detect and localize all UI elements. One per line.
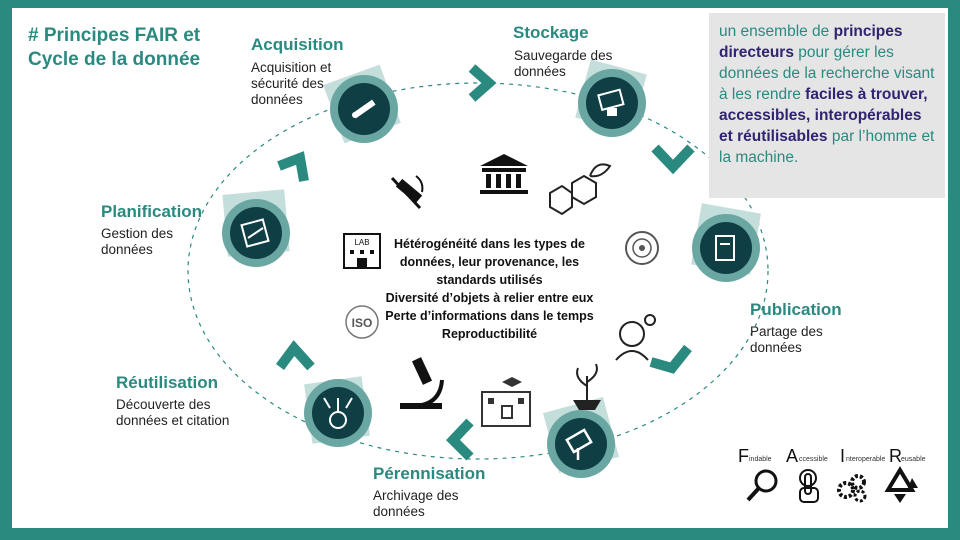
arrow-peren-reut xyxy=(446,418,474,461)
fair-definition-box: un ensemble de principes directeurs pour… xyxy=(709,13,945,198)
challenge-line-1: Hétérogénéité dans les types de xyxy=(393,237,586,251)
magnifier-icon xyxy=(746,469,778,502)
publication-desc-1: Partage des xyxy=(750,324,823,339)
planification-icon xyxy=(222,189,290,267)
fair-letter-i: I xyxy=(840,446,846,466)
acquisition-icon xyxy=(323,64,401,144)
title-line-1: # Principes FAIR et xyxy=(28,25,201,46)
perennisation-desc-2: données xyxy=(373,504,425,519)
cycle-ring xyxy=(187,82,769,460)
arrow-plan-acq xyxy=(277,151,309,182)
challenge-line-5: Perte d’informations dans le temps xyxy=(385,309,594,323)
fair-word-interoperable: nteroperable xyxy=(846,456,886,463)
gears-icon xyxy=(837,474,867,503)
fair-word-accessible: ccessible xyxy=(799,456,828,463)
definition-part-1: un ensemble de xyxy=(719,23,834,40)
cycle-diagram: LAB ISO xyxy=(187,59,918,503)
definition-part-2: pour gérer les données de la recherche v… xyxy=(719,44,935,103)
reutilisation-desc-1: Découverte des xyxy=(116,397,211,412)
lab-building-icon: LAB xyxy=(343,233,381,269)
acquisition-title: Acquisition xyxy=(251,35,344,54)
fair-definition-text: un ensemble de principes directeurs pour… xyxy=(709,13,945,176)
fair-letter-f: F xyxy=(738,446,749,466)
researcher-icon xyxy=(615,314,656,361)
challenge-line-6: Reproductibilité xyxy=(441,327,538,341)
molecule-icon xyxy=(549,163,612,216)
perennisation-title: Pérennisation xyxy=(373,464,486,483)
publication-desc: Partage des données xyxy=(750,324,823,356)
definition-bold-2: faciles à trouver, accessibles, interopé… xyxy=(719,86,928,145)
slide: # Principes FAIR et Cycle de la donnée xyxy=(12,8,948,528)
recycle-icon xyxy=(884,466,918,503)
perennisation-icon xyxy=(543,397,619,478)
plant-icon xyxy=(573,363,601,410)
challenge-line-4: Diversité d’objets à relier entre eux xyxy=(385,291,594,305)
definition-bold-1: principes directeurs xyxy=(719,23,903,61)
publication-title: Publication xyxy=(750,300,842,319)
arrow-stock-pub xyxy=(651,144,695,175)
planification-desc-2: données xyxy=(101,242,153,257)
stockage-desc-2: données xyxy=(514,64,566,79)
touch-hand-icon xyxy=(799,469,819,503)
title-line-2: Cycle de la donnée xyxy=(28,49,201,70)
challenge-line-3: standards utilisés xyxy=(436,273,543,287)
lab-text: LAB xyxy=(354,238,369,247)
definition-part-3: par l’homme et la machine. xyxy=(719,128,935,166)
fair-word-reusable: eusable xyxy=(901,456,926,463)
fair-word-findable: indable xyxy=(749,456,772,463)
stockage-title: Stockage xyxy=(513,23,589,42)
stockage-icon xyxy=(575,59,647,137)
arrow-acq-stock xyxy=(468,64,497,102)
perennisation-desc-1: Archivage des xyxy=(373,488,459,503)
iso-text: ISO xyxy=(352,316,373,330)
iso-icon: ISO xyxy=(345,305,379,339)
hospital-icon xyxy=(481,377,531,427)
fossil-icon xyxy=(625,231,659,265)
acquisition-desc-1: Acquisition et xyxy=(251,60,332,75)
arrow-reut-plan xyxy=(275,340,315,371)
fair-letter-r: R xyxy=(889,446,902,466)
stockage-desc: Sauvegarde des données xyxy=(514,48,612,80)
institution-icon xyxy=(480,154,528,194)
fair-letters: F indable A ccessible I nteroperable R e… xyxy=(730,446,940,470)
reutilisation-desc-2: données et citation xyxy=(116,413,230,428)
slide-title: # Principes FAIR et Cycle de la donnée xyxy=(28,24,200,72)
reutilisation-title: Réutilisation xyxy=(116,373,219,392)
reutilisation-desc: Découverte des données et citation xyxy=(116,397,229,429)
fair-letter-a: A xyxy=(786,446,799,466)
stockage-desc-1: Sauvegarde des xyxy=(514,48,613,63)
acquisition-desc-3: données xyxy=(251,92,303,107)
perennisation-desc: Archivage des données xyxy=(373,488,459,520)
planification-desc-1: Gestion des xyxy=(101,226,174,241)
satellite-icon xyxy=(390,175,424,210)
microscope-icon xyxy=(400,357,444,409)
acquisition-desc: Acquisition et sécurité des données xyxy=(251,60,331,108)
reutilisation-icon xyxy=(304,376,372,447)
planification-title: Planification xyxy=(101,202,203,221)
publication-icon xyxy=(691,203,761,282)
acquisition-desc-2: sécurité des xyxy=(251,76,324,91)
challenge-line-2: données, leur provenance, les xyxy=(399,255,580,269)
publication-desc-2: données xyxy=(750,340,802,355)
arrow-pub-peren xyxy=(649,344,692,374)
planification-desc: Gestion des données xyxy=(101,226,173,258)
challenges-text: Hétérogénéité dans les types de données,… xyxy=(367,235,612,343)
